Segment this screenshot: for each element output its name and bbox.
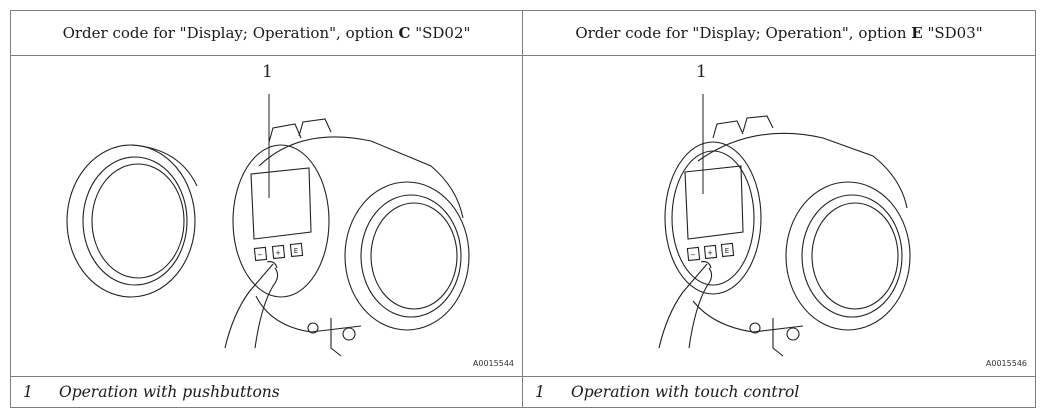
callout-number: 1 [262,62,273,82]
callout-number: 1 [696,62,707,82]
caption-row: 1 Operation with pushbuttons 1 Operation w… [10,376,1036,408]
transmitter-housing-drawing [692,115,911,357]
caption-text: Operation with pushbuttons [59,383,280,401]
display-key-label: E [725,247,729,255]
header-option: E [911,24,923,42]
figure-cell-touch-control: − + E 1 A0015546 [522,55,1036,377]
display-key-label: + [275,249,281,257]
header-cell-option-e: Order code for "Display; Operation", opt… [522,10,1036,56]
figure-row: − + E 1 A0015544 [10,55,1036,377]
operator-hand-drawing [658,261,713,349]
caption-cell-pushbuttons: 1 Operation with pushbuttons [10,376,523,408]
pushbutton-device-illustration: − + E [66,94,470,357]
operator-hand-drawing [224,261,279,349]
display-key-label: − [257,251,263,259]
header-row: Order code for "Display; Operation", opt… [10,10,1036,56]
display-module-drawing [664,141,762,295]
display-key-label: E [294,247,298,255]
display-key-label: + [707,249,713,257]
housing-cover-drawing [66,144,198,298]
header-prefix: Order code for "Display; Operation", opt… [575,24,912,42]
header-option: C [398,24,411,42]
header-suffix: "SD03" [922,24,983,42]
display-module-drawing [232,144,330,298]
image-id-label: A0015546 [985,359,1027,368]
figure-cell-pushbuttons: − + E 1 A0015544 [10,55,523,377]
order-code-table: Order code for "Display; Operation", opt… [10,10,1036,408]
caption-number: 1 [23,383,33,401]
transmitter-housing-drawing [255,118,470,357]
image-id-label: A0015544 [472,359,514,368]
header-cell-option-c: Order code for "Display; Operation", opt… [10,10,523,56]
header-prefix: Order code for "Display; Operation", opt… [62,24,399,42]
display-key-label: − [690,251,696,259]
touch-device-illustration: − + E [658,94,911,357]
caption-number: 1 [535,383,545,401]
header-suffix: "SD02" [410,24,471,42]
caption-cell-touch-control: 1 Operation with touch control [522,376,1036,408]
caption-text: Operation with touch control [571,383,800,401]
